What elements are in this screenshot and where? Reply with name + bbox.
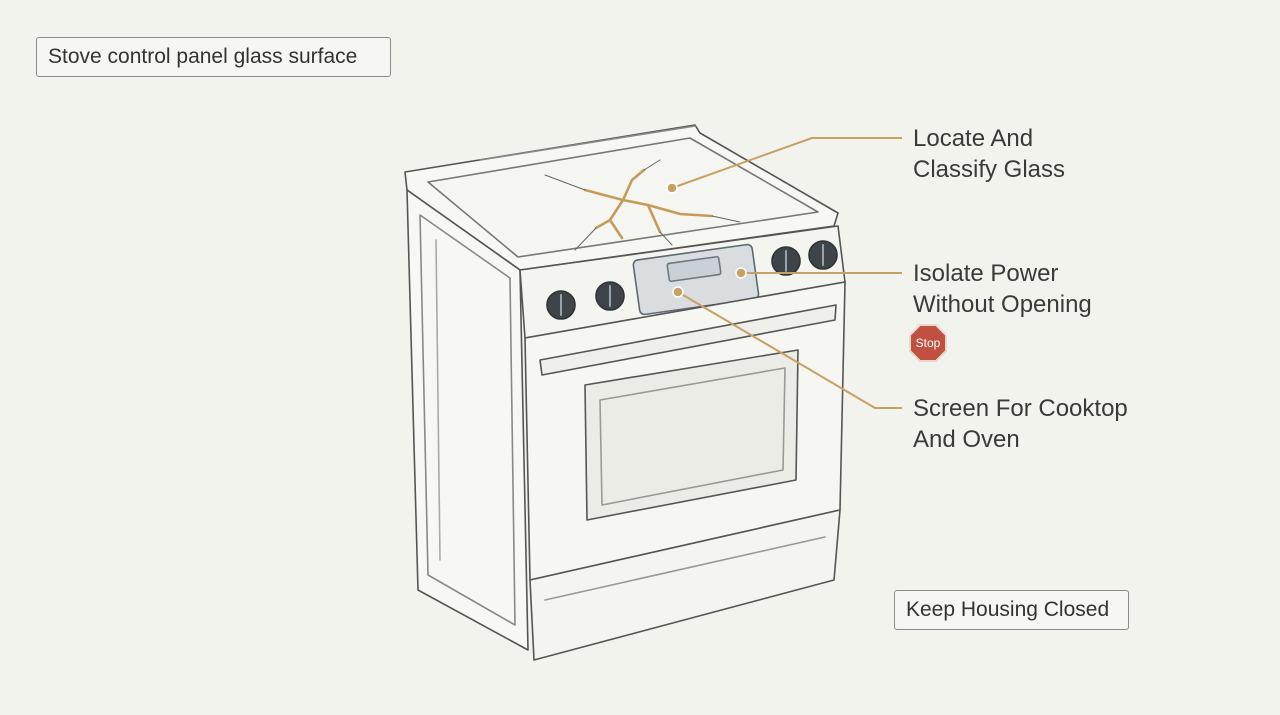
marker-locate [666,182,678,194]
control-panel [519,225,846,339]
marker-screen [672,286,684,298]
callout-line-2: Without Opening [913,291,1092,318]
glass-crack [583,168,714,240]
callout-line-2: Classify Glass [913,156,1066,183]
keep-housing-closed-note: Keep Housing Closed [894,590,1129,630]
callout-isolate-power: Isolate Power Without Opening [913,258,1092,320]
callout-line-2: And Oven [913,426,1020,453]
callout-locate-classify-glass: Locate And Classify Glass [913,123,1065,185]
marker-isolate [735,267,747,279]
leader-locate [671,137,902,189]
storage-drawer [529,509,841,661]
callout-line-1: Screen For Cooktop [913,395,1128,422]
callout-line-1: Isolate Power [913,260,1059,287]
stop-sign-label: Stop [915,336,941,350]
callout-screen-cooktop-oven: Screen For Cooktop And Oven [913,393,1128,455]
stove-side-panel [406,189,529,651]
glass-crack-fine [544,159,741,251]
diagram-title: Stove control panel glass surface [36,37,391,77]
stop-sign-icon [909,324,947,362]
leader-lines [671,137,902,409]
oven-body [524,281,846,581]
leader-screen [677,291,902,409]
callout-line-1: Locate And [913,125,1034,152]
